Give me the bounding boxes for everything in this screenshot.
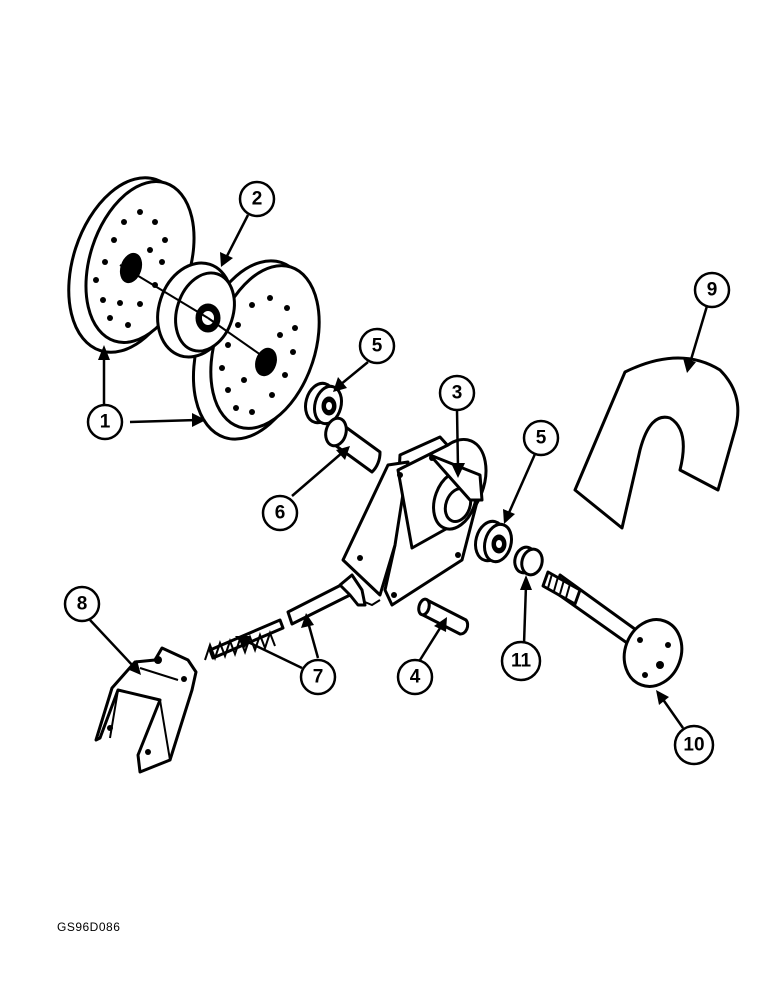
spacer-tube xyxy=(324,416,382,474)
mounting-bracket xyxy=(341,435,488,607)
bearing-upper xyxy=(304,381,343,426)
fork-bracket xyxy=(94,646,198,774)
splined-shaft xyxy=(541,570,684,688)
hub xyxy=(119,261,269,361)
callout-label: 2 xyxy=(252,189,263,210)
callout-9: 9 xyxy=(693,271,731,309)
figure-code: GS96D086 xyxy=(57,920,121,934)
pin xyxy=(417,597,470,636)
callout-10: 10 xyxy=(673,724,715,766)
callout-label: 6 xyxy=(275,503,286,524)
leader-lines xyxy=(89,214,709,729)
callout-label: 7 xyxy=(313,667,324,688)
callout-2: 2 xyxy=(238,180,276,218)
bushing xyxy=(513,545,544,577)
callout-label: 11 xyxy=(511,651,532,672)
callout-8: 8 xyxy=(63,585,101,623)
callout-label: 5 xyxy=(536,428,547,449)
callout-5-lower: 5 xyxy=(522,419,560,457)
callout-11: 11 xyxy=(500,640,542,682)
callout-label: 3 xyxy=(452,383,463,404)
cover-shield xyxy=(573,356,740,530)
callout-5-upper: 5 xyxy=(358,327,396,365)
callout-7: 7 xyxy=(299,658,337,696)
callout-6: 6 xyxy=(261,494,299,532)
rod-and-spring xyxy=(204,573,367,661)
bearing-lower xyxy=(474,519,513,564)
callout-1: 1 xyxy=(86,403,124,441)
callout-label: 8 xyxy=(77,594,88,615)
callout-label: 10 xyxy=(683,735,704,756)
callout-label: 5 xyxy=(372,336,383,357)
callout-label: 4 xyxy=(410,667,421,688)
callout-label: 1 xyxy=(100,412,111,433)
callout-3: 3 xyxy=(438,374,476,412)
callout-label: 9 xyxy=(707,280,718,301)
callout-4: 4 xyxy=(396,658,434,696)
